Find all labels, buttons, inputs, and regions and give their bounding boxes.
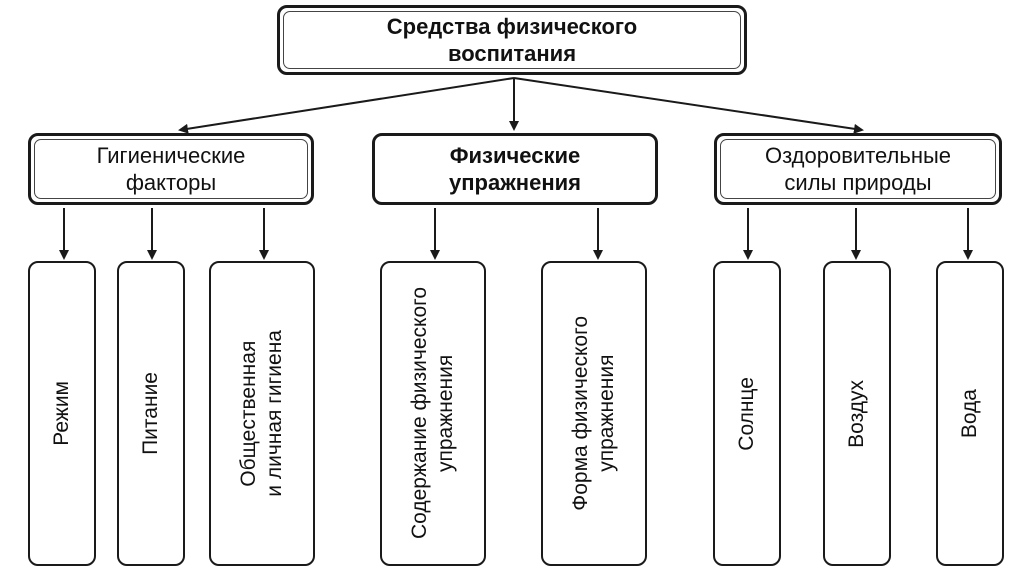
leaf-node-regime: Режим [28,261,96,566]
leaf-label-line: Вода [958,388,981,439]
leaf-label-line: Режим [50,381,73,446]
leaf-label: Содержание физического упражнения [407,287,459,539]
leaf-label: Воздух [844,380,870,448]
leaf-label-line: Питание [139,372,162,455]
leaf-node-exercise-content: Содержание физического упражнения [380,261,486,566]
leaf-label-line: Воздух [845,379,868,448]
leaf-label-line: Солнце [735,376,758,451]
group-node-nature: Оздоровительные силы природы [714,133,1002,205]
leaf-label: Вода [957,389,983,438]
leaf-label-line: Форма физического [569,316,592,511]
leaf-node-sun: Солнце [713,261,781,566]
group-node-hygiene: Гигиенические факторы [28,133,314,205]
leaf-node-public-personal-hygiene: Общественная и личная гигиена [209,261,315,566]
root-title-line1: Средства физического [386,14,638,39]
leaf-label: Общественная и личная гигиена [236,330,288,497]
leaf-label: Форма физического упражнения [568,316,620,511]
root-title-line2: воспитания [447,41,577,66]
leaf-node-water: Вода [936,261,1004,566]
group-title-line1: Оздоровительные [764,143,952,168]
group-title-line2: факторы [125,170,217,195]
leaf-label-line: упражнения [595,354,618,473]
arrow-root-to-hygiene [178,77,515,134]
leaf-label-line: Содержание физического [408,287,431,540]
leaf-node-air: Воздух [823,261,891,566]
leaf-label-line: Общественная [237,340,260,487]
leaf-node-nutrition: Питание [117,261,185,566]
group-title-line1: Гигиенические [96,143,246,168]
leaf-label: Режим [49,381,75,446]
group-title-line2: упражнения [449,170,581,195]
leaf-label: Солнце [734,377,760,451]
group-node-exercises: Физические упражнения [372,133,658,205]
root-node: Средства физического воспитания [277,5,747,75]
leaf-label-line: упражнения [434,354,457,473]
arrow-root-to-nature [513,77,864,134]
leaf-node-exercise-form: Форма физического упражнения [541,261,647,566]
leaf-label: Питание [138,372,164,455]
group-title-line2: силы природы [784,170,932,195]
leaf-label-line: и личная гигиена [263,330,286,497]
group-title-line1: Физические [449,143,581,168]
